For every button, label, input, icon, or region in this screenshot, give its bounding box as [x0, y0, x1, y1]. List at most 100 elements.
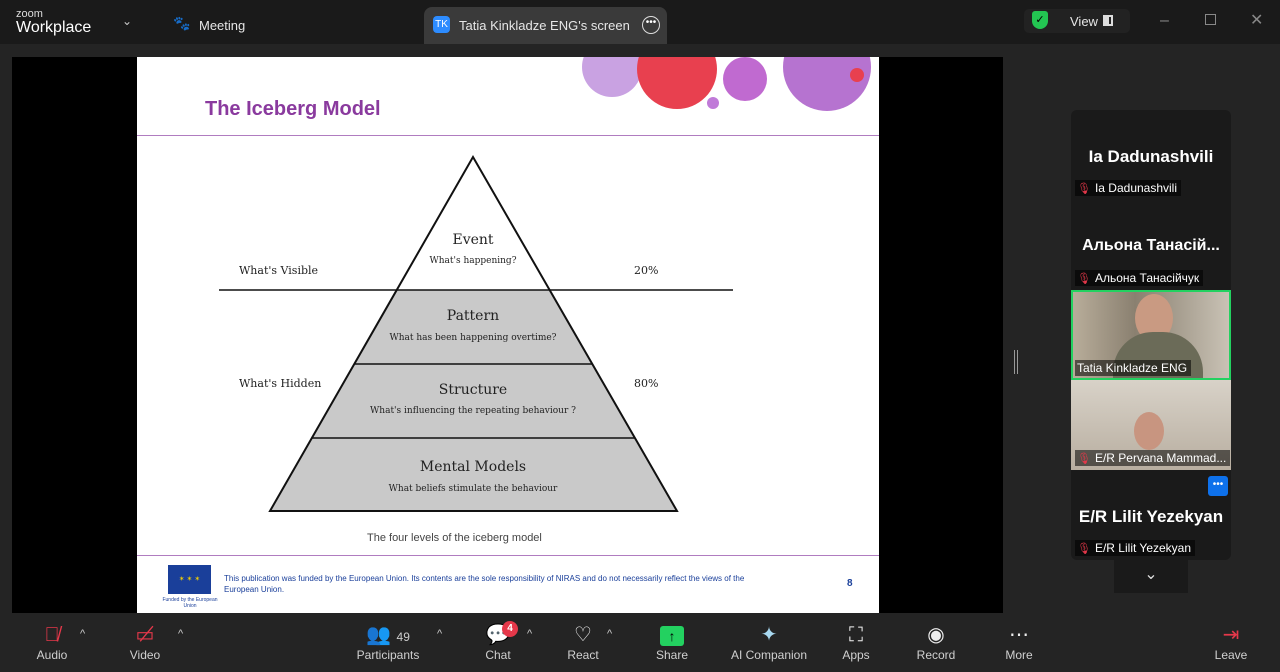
level-structure	[311, 364, 635, 438]
leave-icon: ⇥	[1222, 624, 1240, 646]
screen-tab-label: Tatia Kinkladze ENG's screen	[459, 18, 630, 33]
heart-icon: ♡	[574, 624, 592, 646]
audio-label: Audio	[36, 648, 68, 662]
close-button[interactable]: ✕	[1250, 12, 1264, 29]
minimize-button[interactable]: –	[1160, 12, 1169, 29]
participant-name: Ia Dadunashvili	[1088, 147, 1214, 166]
mic-muted-icon: 🎙̸	[44, 624, 60, 646]
ai-companion-button[interactable]: ✦ AI Companion	[724, 622, 814, 662]
slide: The Iceberg Model	[137, 57, 879, 613]
zoom-logo: Workplace	[16, 19, 92, 36]
video-button[interactable]: ▭̸ Video	[120, 622, 170, 662]
participant-label: 🎙Альона Танасійчук	[1075, 270, 1204, 286]
video-label: Video	[129, 648, 161, 662]
more-label: More	[1005, 648, 1033, 662]
mic-muted-icon: 🎙	[1077, 183, 1091, 195]
participant-tile[interactable]: ••• E/R Lilit Yezekyan 🎙E/R Lilit Yezeky…	[1071, 470, 1231, 560]
avatar: TK	[433, 16, 450, 33]
hidden-label: What's Hidden	[239, 377, 322, 390]
decorative-bubbles	[582, 57, 871, 111]
scroll-down-button[interactable]: ⌄	[1114, 560, 1188, 593]
level-desc: What's influencing the repeating behavio…	[370, 406, 576, 416]
more-options-icon[interactable]: •••	[1208, 476, 1228, 496]
participant-video-tile[interactable]: 🎙E/R Pervana Mammad...	[1071, 380, 1231, 470]
participant-label: 🎙E/R Lilit Yezekyan	[1075, 540, 1196, 556]
participant-label-text: Альона Танасійчук	[1094, 271, 1200, 285]
mic-muted-icon: 🎙	[1077, 453, 1091, 465]
sparkle-icon: ✦	[760, 624, 778, 646]
mic-muted-icon: 🎙	[1077, 273, 1091, 285]
participant-label-text: Ia Dadunashvili	[1094, 181, 1178, 195]
apps-icon: ⛶	[849, 624, 863, 646]
participants-label: Participants	[356, 648, 420, 662]
share-button[interactable]: ↑ Share	[652, 622, 692, 662]
more-options-icon[interactable]: •••	[642, 16, 660, 34]
record-icon: ◉	[927, 624, 945, 646]
record-button[interactable]: ◉ Record	[911, 622, 961, 662]
divider	[137, 555, 879, 556]
page-number: 8	[847, 578, 853, 589]
meeting-tab[interactable]: Meeting	[199, 18, 246, 33]
level-desc: What beliefs stimulate the behaviour	[388, 484, 558, 494]
leave-label: Leave	[1214, 648, 1248, 662]
level-desc: What's happening?	[429, 256, 517, 266]
level-name: Pattern	[446, 308, 500, 324]
chat-options-caret[interactable]: ^	[527, 628, 533, 640]
eu-label: Funded by the European Union	[162, 597, 218, 609]
ai-companion-label: AI Companion	[730, 648, 808, 662]
chat-badge: 4	[502, 621, 518, 637]
level-name: Structure	[438, 382, 508, 398]
react-label: React	[567, 648, 599, 662]
record-label: Record	[916, 648, 956, 662]
apps-label: Apps	[842, 648, 870, 662]
share-label: Share	[655, 648, 689, 662]
audio-button[interactable]: 🎙̸ Audio	[27, 622, 77, 662]
more-button[interactable]: ⋯ More	[999, 622, 1039, 662]
shield-check-icon[interactable]: ✓	[1032, 11, 1048, 29]
apps-button[interactable]: ⛶ Apps	[836, 622, 876, 662]
maximize-button[interactable]	[1205, 14, 1216, 25]
chat-label: Chat	[485, 648, 511, 662]
react-options-caret[interactable]: ^	[607, 628, 613, 640]
hidden-percent: 80%	[634, 377, 659, 390]
chevron-down-icon[interactable]: ⌄	[122, 14, 133, 28]
view-button[interactable]: View	[1070, 14, 1098, 29]
diagram-caption: The four levels of the iceberg model	[367, 532, 542, 544]
visible-percent: 20%	[634, 264, 659, 277]
zoom-logo-small: zoom	[16, 8, 43, 20]
react-button[interactable]: ♡ React	[563, 622, 603, 662]
video-off-icon: ▭̸	[135, 624, 155, 646]
participant-video	[1134, 412, 1164, 450]
participant-label-text: E/R Lilit Yezekyan	[1094, 541, 1192, 555]
participant-tile[interactable]: Ia Dadunashvili 🎙Ia Dadunashvili	[1071, 110, 1231, 200]
level-name: Event	[452, 232, 494, 248]
participant-label: Tatia Kinkladze ENG	[1075, 360, 1192, 376]
leave-button[interactable]: ⇥ Leave	[1211, 622, 1251, 662]
participants-count: 49	[396, 630, 410, 644]
participant-label: 🎙Ia Dadunashvili	[1075, 180, 1182, 196]
participant-label: 🎙E/R Pervana Mammad...	[1075, 450, 1231, 466]
slide-title: The Iceberg Model	[205, 98, 381, 120]
participant-name: E/R Lilit Yezekyan	[1078, 507, 1224, 526]
panel-resize-handle[interactable]	[1014, 350, 1018, 374]
paw-icon: 🐾	[173, 15, 191, 31]
participant-label-text: E/R Pervana Mammad...	[1094, 451, 1227, 465]
more-icon: ⋯	[1009, 624, 1029, 646]
screen-share-tab[interactable]	[424, 7, 667, 44]
audio-options-caret[interactable]: ^	[80, 628, 86, 640]
meeting-toolbar	[0, 615, 1280, 672]
video-options-caret[interactable]: ^	[178, 628, 184, 640]
participant-video-tile[interactable]: Tatia Kinkladze ENG	[1071, 290, 1231, 380]
level-desc: What has been happening overtime?	[389, 333, 557, 343]
participant-tile[interactable]: Альона Танасій... 🎙Альона Танасійчук	[1071, 200, 1231, 290]
share-arrow-icon: ↑	[660, 626, 684, 646]
visible-label: What's Visible	[239, 264, 319, 277]
layout-icon	[1103, 15, 1113, 26]
level-mental-models	[270, 438, 677, 511]
footer-text: This publication was funded by the Europ…	[224, 574, 745, 594]
level-name: Mental Models	[419, 459, 527, 475]
participants-options-caret[interactable]: ^	[437, 628, 443, 640]
level-pattern	[354, 290, 592, 364]
